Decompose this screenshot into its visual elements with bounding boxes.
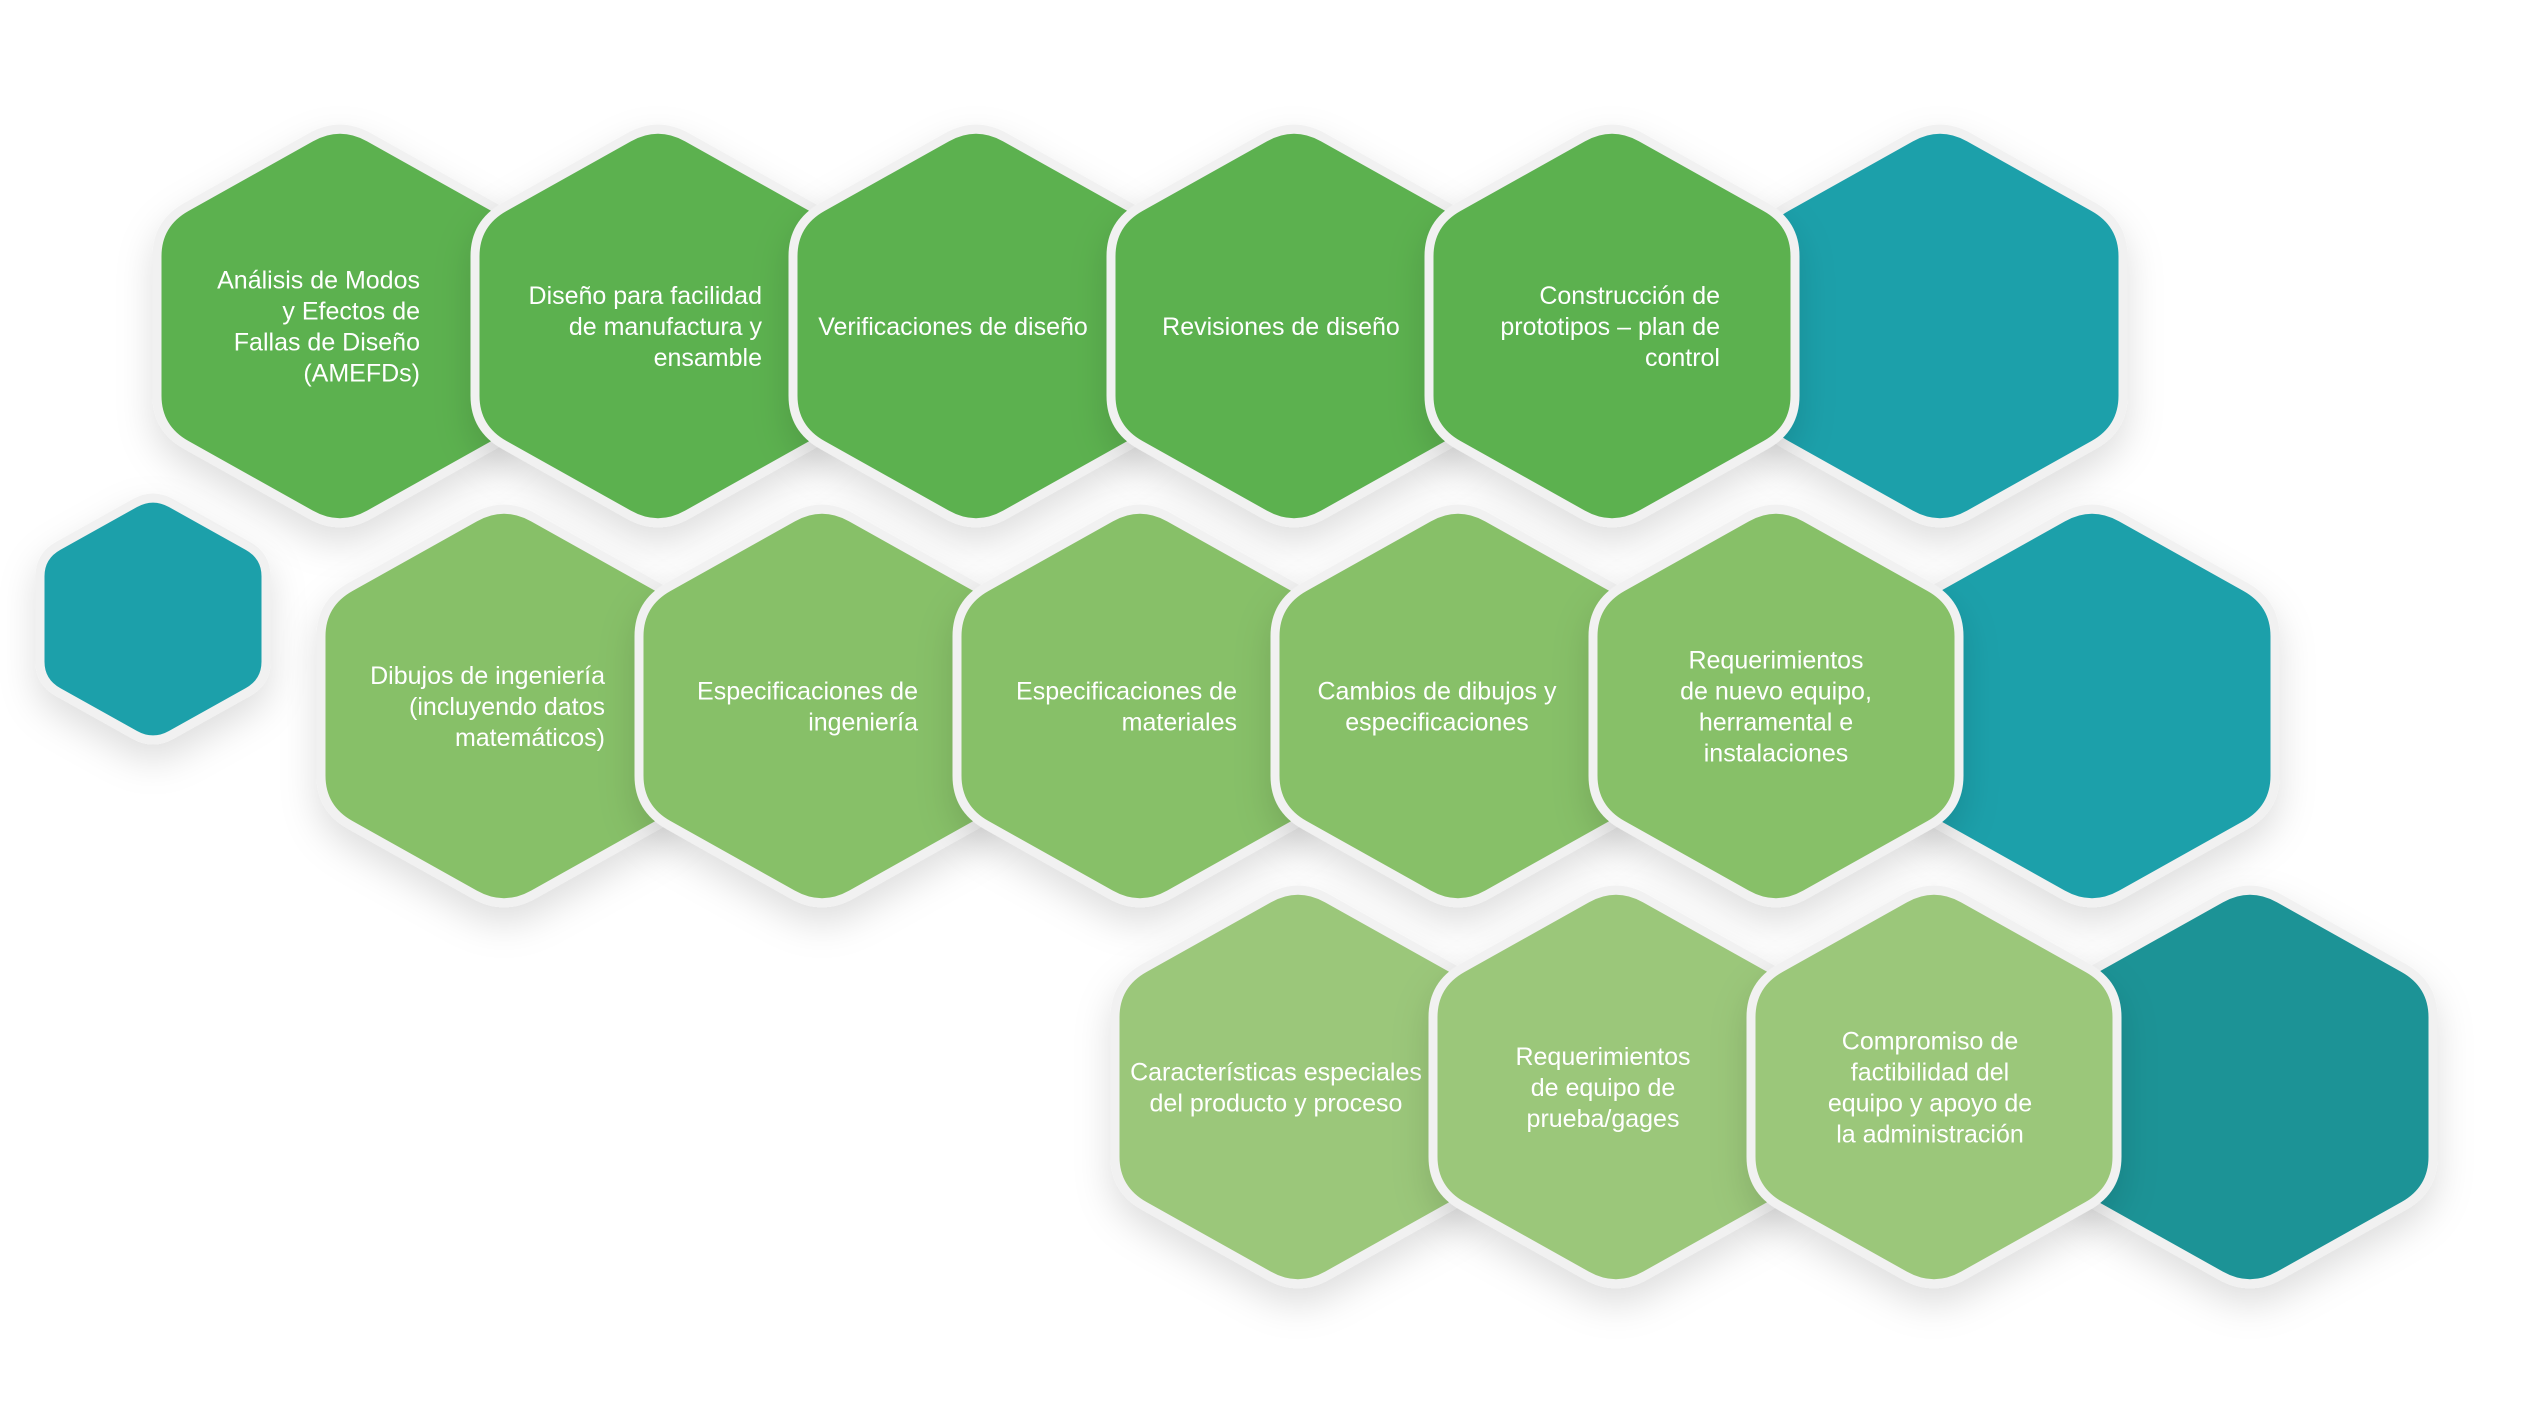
- hex-requerimientos-prueba-label: Requerimientos de equipo de prueba/gages: [1515, 1043, 1690, 1133]
- hex-caracteristicas-label-line: del producto y proceso: [1150, 1090, 1403, 1118]
- hex-prototipos-label-line: prototipos – plan de: [1500, 313, 1720, 341]
- hex-caracteristicas-label-line: Características especiales: [1130, 1059, 1422, 1087]
- hex-teal-small-left-shape: [35, 493, 271, 745]
- hex-prototipos: Construcción de prototipos – plan de contr…: [1424, 124, 1800, 528]
- hex-requerimientos-prueba-shape: [1428, 885, 1804, 1289]
- hex-espec-materiales: Especificaciones de materiales: [952, 504, 1328, 908]
- hex-requerimientos-equipo-label-line: instalaciones: [1704, 740, 1849, 768]
- hex-teal-mid-right-shape: [1904, 504, 2280, 908]
- hex-requerimientos-prueba: Requerimientos de equipo de prueba/gages: [1428, 885, 1804, 1289]
- hex-cambios-label-line: especificaciones: [1345, 709, 1528, 737]
- hex-requerimientos-prueba-label-line: de equipo de: [1531, 1074, 1676, 1102]
- hex-espec-materiales-label: Especificaciones de materiales: [1016, 678, 1237, 737]
- hex-compromiso-label-line: la administración: [1836, 1121, 2024, 1149]
- hex-revisiones-label: Revisiones de diseño: [1162, 313, 1400, 341]
- hex-dibujos: Dibujos de ingeniería (incluyendo datos ma…: [316, 504, 692, 908]
- hex-requerimientos-prueba-label-line: Requerimientos: [1515, 1043, 1690, 1071]
- hex-revisiones-shape: [1106, 124, 1482, 528]
- hex-cambios-label: Cambios de dibujos y especificaciones: [1317, 678, 1557, 737]
- hex-requerimientos-equipo: Requerimientos de nuevo equipo, herramenta…: [1588, 504, 1964, 908]
- hex-dfm-label-line: Diseño para facilidad: [529, 282, 762, 310]
- hex-verificaciones-shape: [788, 124, 1164, 528]
- hex-requerimientos-equipo-shape: [1588, 504, 1964, 908]
- hex-revisiones: Revisiones de diseño: [1106, 124, 1482, 528]
- hex-dibujos-label-line: Dibujos de ingeniería: [370, 662, 605, 690]
- hex-verificaciones: Verificaciones de diseño: [788, 124, 1164, 528]
- hex-espec-ingenieria: Especificaciones de ingeniería: [634, 504, 1010, 908]
- hex-requerimientos-equipo-label-line: de nuevo equipo,: [1680, 678, 1872, 706]
- hex-amefd-label: Análisis de Modos y Efectos de Fallas de D…: [217, 267, 420, 388]
- hex-prototipos-shape: [1424, 124, 1800, 528]
- hex-dfm-label: Diseño para facilidad de manufactura y ens…: [529, 282, 763, 372]
- hex-amefd-label-line: Fallas de Diseño: [234, 329, 420, 357]
- hex-espec-materiales-label-line: materiales: [1122, 709, 1237, 737]
- hex-compromiso-label-line: equipo y apoyo de: [1828, 1090, 2032, 1118]
- hex-teal-bottom-right: [2062, 885, 2438, 1289]
- hex-compromiso-label: Compromiso de factibilidad del equipo y ap…: [1828, 1028, 2032, 1149]
- hex-cambios-label-line: Cambios de dibujos y: [1317, 678, 1557, 706]
- hex-cambios-shape: [1270, 504, 1646, 908]
- hex-requerimientos-equipo-label-line: Requerimientos: [1688, 647, 1863, 675]
- hex-amefd-label-line: Análisis de Modos: [217, 267, 420, 295]
- hex-requerimientos-prueba-label-line: prueba/gages: [1527, 1105, 1680, 1133]
- hex-requerimientos-equipo-label: Requerimientos de nuevo equipo, herramenta…: [1680, 647, 1872, 768]
- hex-prototipos-label-line: Construcción de: [1539, 282, 1720, 310]
- hex-espec-ingenieria-label-line: ingeniería: [808, 709, 918, 737]
- hex-dibujos-label-line: matemáticos): [455, 724, 605, 752]
- hex-dfm-shape: [470, 124, 846, 528]
- hex-dfm-label-line: ensamble: [654, 344, 762, 372]
- hex-prototipos-label: Construcción de prototipos – plan de contr…: [1500, 282, 1720, 372]
- hex-prototipos-label-line: control: [1645, 344, 1720, 372]
- hex-verificaciones-label-line: Verificaciones de diseño: [818, 313, 1088, 341]
- hex-teal-top-right-shape: [1752, 124, 2128, 528]
- hex-teal-bottom-right-shape: [2062, 885, 2438, 1289]
- hex-compromiso-label-line: Compromiso de: [1842, 1028, 2018, 1056]
- hex-amefd-label-line: y Efectos de: [282, 298, 420, 326]
- hex-amefd-shape: [152, 124, 528, 528]
- hex-dibujos-label-line: (incluyendo datos: [409, 693, 605, 721]
- hex-caracteristicas: Características especiales del producto y…: [1110, 885, 1486, 1289]
- hex-compromiso: Compromiso de factibilidad del equipo y ap…: [1746, 885, 2122, 1289]
- hex-espec-ingenieria-shape: [634, 504, 1010, 908]
- hex-teal-mid-right: [1904, 504, 2280, 908]
- hex-dfm-label-line: de manufactura y: [569, 313, 763, 341]
- hex-cambios: Cambios de dibujos y especificaciones: [1270, 504, 1646, 908]
- hex-dibujos-shape: [316, 504, 692, 908]
- hex-compromiso-shape: [1746, 885, 2122, 1289]
- hex-espec-materiales-label-line: Especificaciones de: [1016, 678, 1237, 706]
- hex-dibujos-label: Dibujos de ingeniería (incluyendo datos ma…: [370, 662, 605, 752]
- hex-caracteristicas-label: Características especiales del producto y…: [1130, 1059, 1422, 1118]
- hex-espec-materiales-shape: [952, 504, 1328, 908]
- hex-requerimientos-equipo-label-line: herramental e: [1699, 709, 1853, 737]
- hex-compromiso-label-line: factibilidad del: [1851, 1059, 2009, 1087]
- hex-amefd: Análisis de Modos y Efectos de Fallas de D…: [152, 124, 528, 528]
- hex-teal-top-right: [1752, 124, 2128, 528]
- hex-verificaciones-label: Verificaciones de diseño: [818, 313, 1088, 341]
- hex-revisiones-label-line: Revisiones de diseño: [1162, 313, 1400, 341]
- hex-teal-small-left: [35, 493, 271, 745]
- hex-espec-ingenieria-label-line: Especificaciones de: [697, 678, 918, 706]
- hex-amefd-label-line: (AMEFDs): [303, 360, 420, 388]
- hex-dfm: Diseño para facilidad de manufactura y ens…: [470, 124, 846, 528]
- hex-caracteristicas-shape: [1110, 885, 1486, 1289]
- hex-espec-ingenieria-label: Especificaciones de ingeniería: [697, 678, 918, 737]
